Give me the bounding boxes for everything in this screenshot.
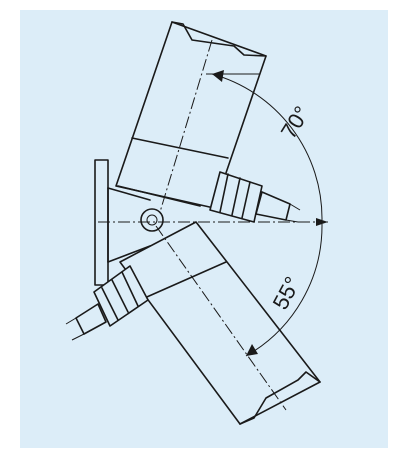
lower-sensor-housing [119, 221, 321, 425]
upper-arc-arrowhead [212, 70, 224, 82]
lower-angle-label: 55° [268, 273, 306, 314]
lower-angle-arc [245, 223, 323, 357]
upper-angle-label: 70° [276, 102, 315, 143]
upper-cable-gland [209, 171, 301, 223]
pivot-joint [140, 208, 164, 232]
axis-arrowhead [316, 218, 328, 226]
upper-angle-arc [211, 73, 323, 221]
lower-arc-arrowhead [246, 344, 258, 356]
lower-cable-gland [65, 265, 149, 341]
